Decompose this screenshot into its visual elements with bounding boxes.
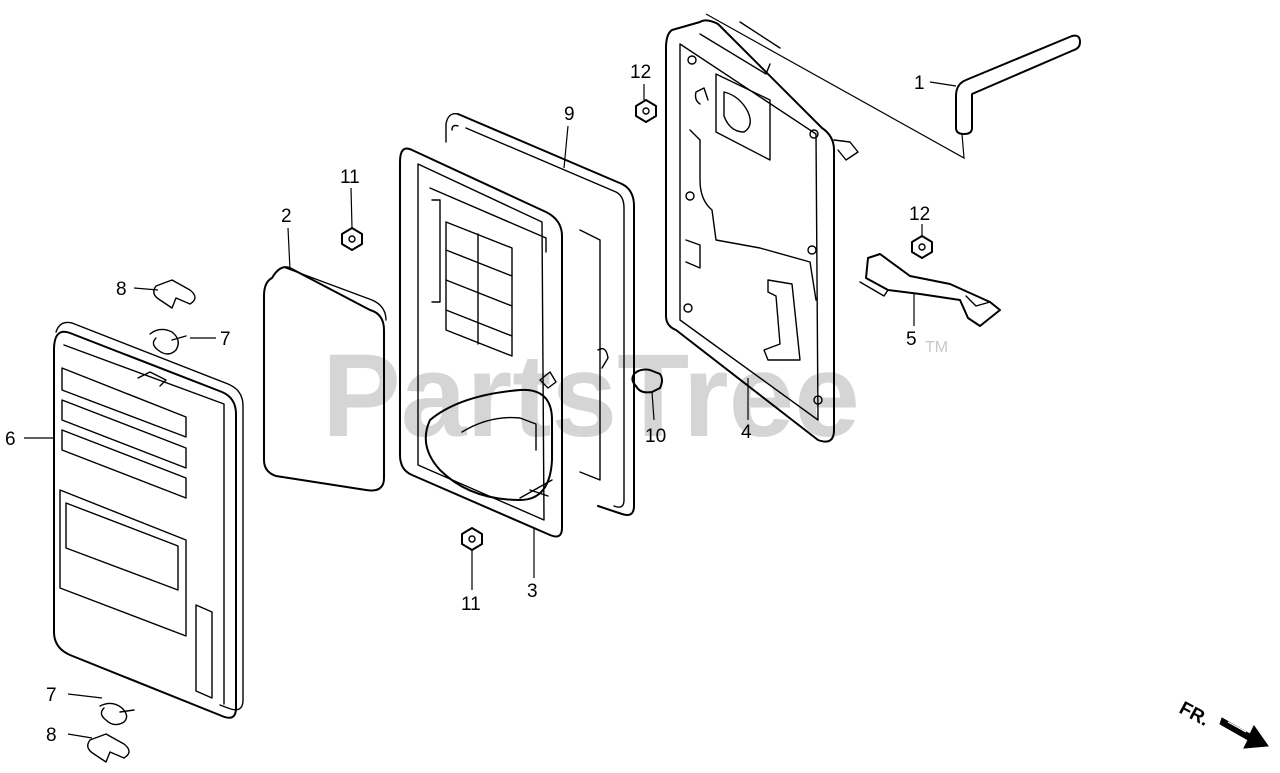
part-11-nut-upper[interactable] xyxy=(341,227,363,251)
callout-3: 3 xyxy=(527,581,538,602)
callout-2: 2 xyxy=(281,206,292,227)
part-12-nut-upper[interactable] xyxy=(635,99,657,123)
callout-9: 9 xyxy=(564,104,575,125)
part-4-base[interactable] xyxy=(665,19,859,443)
callout-7-lower: 7 xyxy=(46,685,57,706)
part-5-bracket[interactable] xyxy=(859,253,1001,327)
watermark: PartsTree xyxy=(322,330,860,462)
part-10-grommet[interactable] xyxy=(631,368,663,394)
callouts: 1 2 3 4 5 6 7 7 8 8 9 10 11 11 12 12 xyxy=(5,62,930,746)
callout-8-lower: 8 xyxy=(46,725,57,746)
part-8-clip-lower[interactable] xyxy=(87,733,130,763)
part-8-clip-upper[interactable] xyxy=(153,279,196,309)
callout-10: 10 xyxy=(645,426,666,447)
part-7-clip-upper[interactable] xyxy=(149,328,187,355)
part-9-gasket[interactable] xyxy=(445,113,635,516)
part-1-tube[interactable] xyxy=(705,13,1081,160)
part-6-cover[interactable] xyxy=(53,321,244,719)
leader-lines xyxy=(24,81,957,739)
callout-1: 1 xyxy=(914,73,925,94)
part-3-case[interactable] xyxy=(399,147,609,538)
part-7-clip-lower[interactable] xyxy=(99,702,135,726)
watermark-tm: TM xyxy=(925,339,948,356)
front-label: FR. xyxy=(1176,698,1213,731)
callout-7-upper: 7 xyxy=(220,329,231,350)
callout-6: 6 xyxy=(5,429,16,450)
callout-4: 4 xyxy=(741,422,752,443)
front-direction-marker: FR. xyxy=(1176,698,1269,749)
callout-11-upper: 11 xyxy=(340,167,360,188)
front-arrow-icon xyxy=(1219,717,1269,749)
callout-12-upper: 12 xyxy=(630,62,651,83)
callout-12-lower: 12 xyxy=(909,204,930,225)
part-11-nut-lower[interactable] xyxy=(461,527,483,551)
callout-5: 5 xyxy=(906,329,917,350)
callout-8-upper: 8 xyxy=(116,279,127,300)
part-12-nut-lower[interactable] xyxy=(911,235,933,259)
callout-11-lower: 11 xyxy=(461,594,481,615)
